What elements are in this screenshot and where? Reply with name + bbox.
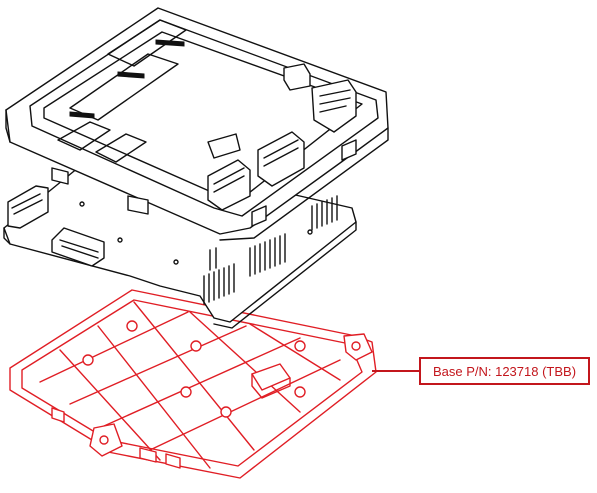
base-tray	[9, 289, 377, 479]
top-cover	[5, 7, 389, 241]
base-part-number-label: Base P/N: 123718 (TBB)	[432, 363, 577, 379]
base-part-number-callout: Base P/N: 123718 (TBB)	[419, 357, 590, 385]
pin-header-rows	[203, 195, 338, 305]
cover-connectors	[207, 63, 357, 211]
